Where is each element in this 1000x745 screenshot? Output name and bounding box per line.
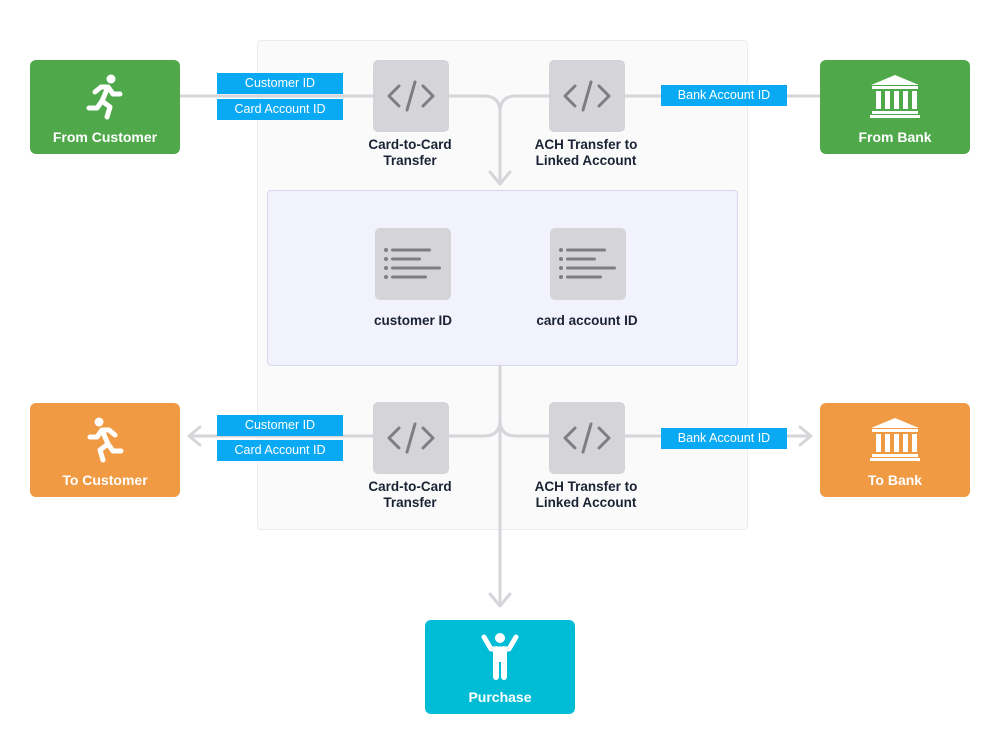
tag-in-card-account-id: Card Account ID <box>217 99 343 120</box>
arrow-to-customer <box>187 425 202 447</box>
tag-out-bank-account-id: Bank Account ID <box>661 428 787 449</box>
connector-to-bank <box>498 418 812 438</box>
to-bank-node: To Bank <box>820 403 970 497</box>
arrow-to-bank <box>798 425 813 447</box>
card-account-id-record-label: card account ID <box>536 313 638 328</box>
connector-from-bank <box>498 94 822 114</box>
arrow-into-records <box>488 170 512 186</box>
from-bank-node: From Bank <box>820 60 970 154</box>
running-person-icon <box>30 413 180 465</box>
card-to-card-transfer-in-tile <box>373 60 449 132</box>
ach-transfer-in-tile <box>549 60 625 132</box>
tag-out-customer-id: Customer ID <box>217 415 343 436</box>
code-icon <box>387 80 435 112</box>
code-icon <box>563 80 611 112</box>
tag-in-bank-account-id: Bank Account ID <box>661 85 787 106</box>
to-customer-label: To Customer <box>62 472 148 488</box>
purchase-label: Purchase <box>468 689 532 705</box>
arrow-to-purchase <box>488 592 512 608</box>
tag-in-customer-id: Customer ID <box>217 73 343 94</box>
from-bank-label: From Bank <box>858 129 932 145</box>
running-person-icon <box>30 70 180 122</box>
to-bank-label: To Bank <box>867 472 923 488</box>
bank-icon <box>820 413 970 465</box>
list-icon <box>384 248 441 279</box>
card-account-id-record-tile <box>550 228 626 300</box>
card-to-card-transfer-out-tile <box>373 402 449 474</box>
customer-id-record-tile <box>375 228 451 300</box>
tag-out-card-account-id: Card Account ID <box>217 440 343 461</box>
account-records-panel <box>267 190 738 366</box>
purchase-node: Purchase <box>425 620 575 714</box>
from-customer-node: From Customer <box>30 60 180 154</box>
ach-transfer-out-tile <box>549 402 625 474</box>
customer-id-record-label: customer ID <box>373 313 453 328</box>
to-customer-node: To Customer <box>30 403 180 497</box>
code-icon <box>563 422 611 454</box>
from-customer-label: From Customer <box>52 129 158 145</box>
code-icon <box>387 422 435 454</box>
list-icon <box>559 248 616 279</box>
person-arms-raised-icon <box>425 630 575 682</box>
bank-icon <box>820 70 970 122</box>
